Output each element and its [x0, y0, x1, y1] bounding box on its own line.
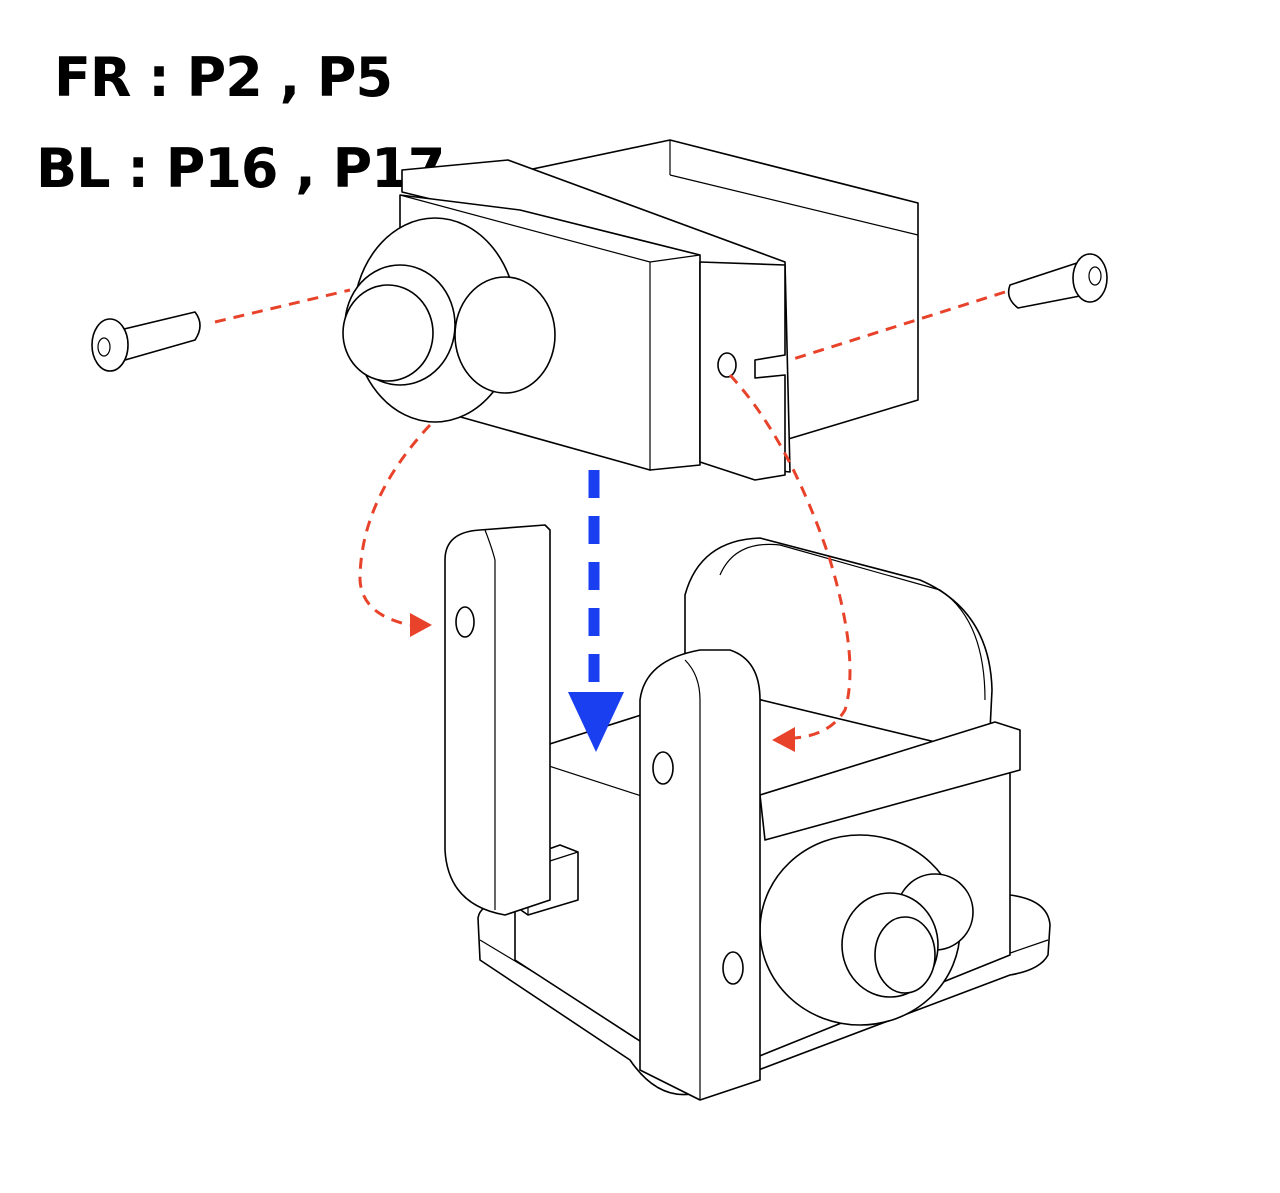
screw-right	[1007, 253, 1108, 309]
upper-servo-mount-tab	[699, 261, 786, 481]
right-arm-hole-top	[652, 751, 674, 785]
blue-insert-arrow	[568, 470, 624, 752]
lower-bracket-assembly	[444, 524, 1051, 1101]
screw-left-path	[214, 288, 351, 324]
label-bl-pins: BL : P16 , P17	[36, 137, 445, 200]
upper-servo	[342, 139, 919, 481]
red-arrows	[214, 288, 1006, 752]
upper-tab-slot	[717, 352, 737, 378]
horn-to-left-arm-arrowhead	[410, 613, 432, 637]
screw-left	[91, 311, 201, 372]
left-arm-hole	[455, 606, 475, 638]
label-fr-pins: FR : P2 , P5	[54, 46, 393, 109]
slot-to-right-arm-arrowhead	[772, 727, 795, 752]
blue-arrowhead	[568, 692, 624, 752]
slot-to-right-arm-arrow	[728, 373, 852, 740]
left-bracket-arm	[444, 524, 551, 916]
horn-to-left-arm-arrow	[358, 423, 432, 627]
right-arm-hole-bottom	[722, 951, 744, 985]
upper-horn-shaft	[342, 284, 434, 382]
